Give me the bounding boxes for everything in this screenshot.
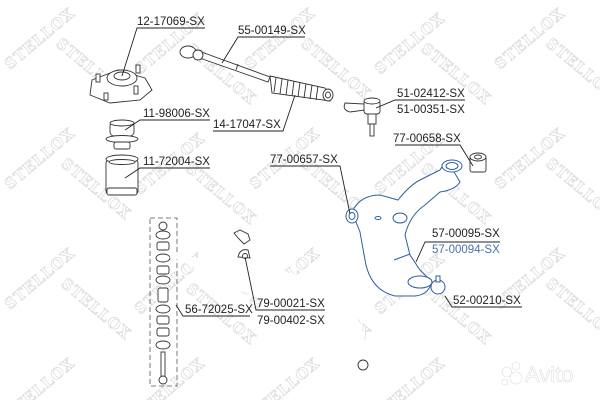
tie-rod-drawing — [179, 45, 271, 83]
label-79-00021-SX[interactable]: 79-00021-SX — [257, 298, 325, 310]
label-51-02412-SX[interactable]: 51-02412-SX — [397, 88, 465, 100]
avito-watermark: Avito — [501, 361, 574, 387]
label-57-00095-SX[interactable]: 57-00095-SX — [432, 228, 500, 240]
ball-joint-drawing — [430, 275, 446, 295]
avito-logo-text: Avito — [525, 362, 574, 387]
label-79-00402-SX[interactable]: 79-00402-SX — [257, 315, 325, 327]
stabilizer-bar-drawing — [169, 229, 369, 371]
label-57-00094-SX[interactable]: 57-00094-SX — [432, 244, 500, 256]
label-11-98006-SX[interactable]: 11-98006-SX — [143, 108, 210, 120]
svg-text:STELLOX: STELLOX — [1, 354, 78, 400]
tie-rod-end-drawing — [343, 97, 381, 137]
steering-boot-drawing — [269, 75, 334, 102]
stellox-watermark: STELLOX STELLOX STELLOX STELLOX STELLOX … — [1, 4, 600, 400]
svg-text:STELLOX: STELLOX — [57, 274, 134, 343]
label-55-00149-SX[interactable]: 55-00149-SX — [238, 25, 306, 37]
stabilizer-link-drawing — [149, 217, 178, 387]
strut-mount-drawing — [89, 64, 153, 104]
svg-text:STELLOX: STELLOX — [542, 274, 600, 343]
svg-text:STELLOX: STELLOX — [542, 34, 600, 103]
label-51-00351-SX[interactable]: 51-00351-SX — [397, 104, 465, 116]
label-56-72025-SX[interactable]: 56-72025-SX — [185, 304, 253, 316]
bump-stop-drawing — [105, 119, 139, 150]
label-11-72004-SX[interactable]: 11-72004-SX — [143, 156, 210, 168]
label-12-17069-SX[interactable]: 12-17069-SX — [137, 16, 205, 28]
dust-cover-drawing — [105, 154, 139, 196]
svg-text:STELLOX: STELLOX — [182, 159, 259, 228]
svg-text:STELLOX: STELLOX — [542, 154, 600, 223]
rear-bushing-drawing — [469, 152, 487, 173]
part-labels: 12-17069-SX 55-00149-SX 11-98006-SX 14-1… — [137, 16, 521, 327]
svg-text:STELLOX: STELLOX — [371, 354, 448, 400]
label-77-00657-SX[interactable]: 77-00657-SX — [270, 154, 338, 166]
svg-text:STELLOX: STELLOX — [246, 354, 323, 400]
label-77-00658-SX[interactable]: 77-00658-SX — [393, 133, 461, 145]
label-52-00210-SX[interactable]: 52-00210-SX — [453, 295, 521, 307]
label-14-17047-SX[interactable]: 14-17047-SX — [213, 119, 281, 131]
svg-text:STELLOX: STELLOX — [131, 354, 208, 400]
control-arm-drawing — [345, 159, 463, 297]
svg-text:STELLOX: STELLOX — [417, 279, 494, 348]
leader-lines — [121, 27, 522, 317]
